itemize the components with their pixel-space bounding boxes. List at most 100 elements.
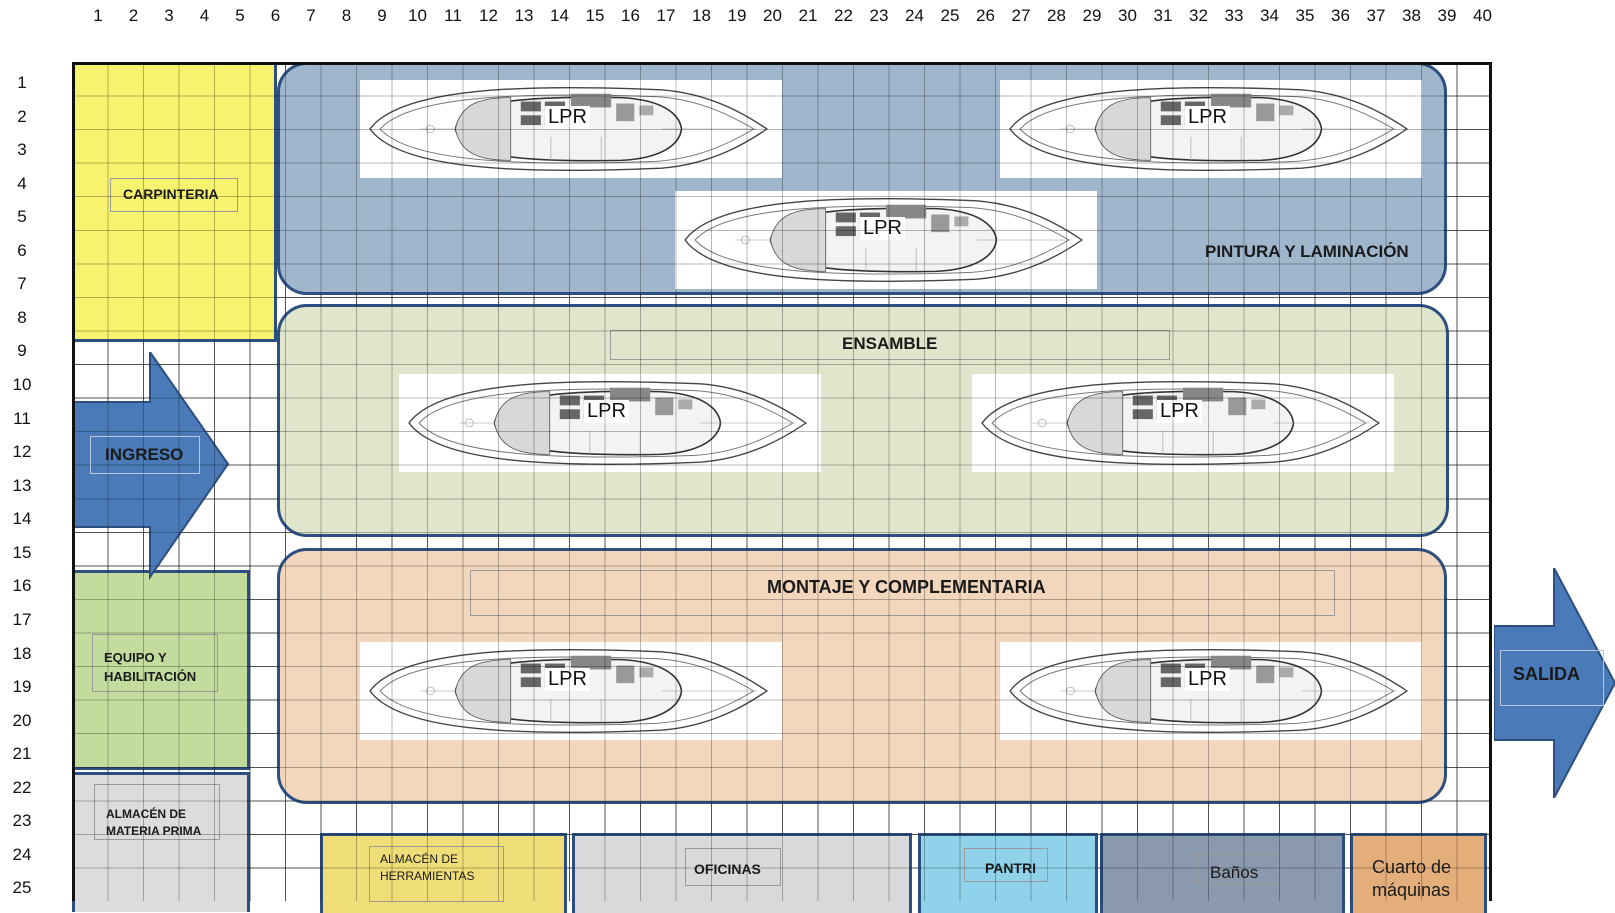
- column-label: 38: [1402, 6, 1421, 25]
- row-label: 2: [17, 106, 27, 126]
- column-label: 4: [199, 6, 210, 25]
- column-label: 30: [1118, 6, 1137, 25]
- floor-plan: CARPINTERIA PINTURA Y LAMINACIÓN ENSAMBL…: [72, 62, 1492, 913]
- boat-ensamble-2: LPR: [972, 374, 1394, 472]
- row-label: 19: [12, 677, 32, 697]
- label-box-carpinteria: [110, 178, 238, 212]
- row-label: 7: [17, 274, 27, 294]
- pintura-label: PINTURA Y LAMINACIÓN: [1205, 242, 1409, 261]
- column-label: 28: [1047, 6, 1066, 25]
- row-label: 18: [12, 643, 32, 663]
- label-box-oficinas: [685, 848, 781, 886]
- boat-montaje-2: LPR: [1000, 642, 1422, 740]
- column-label: 1: [93, 6, 103, 25]
- zone-carpinteria: [72, 62, 277, 342]
- column-label: 16: [621, 6, 640, 25]
- label-box-salida: [1500, 650, 1604, 706]
- column-label: 5: [235, 6, 245, 25]
- salida-label: SALIDA: [1513, 664, 1580, 684]
- label-box-pantri: [964, 848, 1048, 882]
- boat-montaje-1: LPR: [360, 642, 782, 740]
- zone-oficinas: [572, 833, 912, 913]
- row-label: 10: [12, 375, 32, 395]
- zone-almacen-materia-prima: [72, 772, 250, 912]
- row-label: 13: [12, 475, 32, 495]
- equipo-label-line2: HABILITACIÓN: [104, 669, 197, 684]
- row-label: 14: [12, 509, 32, 529]
- boat-label: LPR: [1185, 668, 1230, 691]
- column-label: 11: [444, 6, 462, 25]
- column-label: 25: [940, 6, 960, 25]
- boat-label: LPR: [545, 106, 590, 129]
- column-label: 36: [1331, 6, 1350, 25]
- column-label: 39: [1437, 6, 1457, 25]
- label-box-ensamble: [610, 330, 1170, 360]
- row-label: 20: [12, 710, 32, 730]
- row-label: 3: [17, 140, 27, 160]
- boat-label: LPR: [545, 668, 590, 691]
- banos-label: Baños: [1210, 863, 1259, 882]
- row-label: 11: [13, 408, 31, 428]
- column-label: 17: [656, 6, 676, 25]
- column-label: 14: [550, 6, 569, 25]
- column-label: 21: [798, 6, 818, 25]
- label-box-almacen-mp: [94, 784, 220, 840]
- column-label: 10: [408, 6, 427, 25]
- zone-equipo-habilitacion: [72, 570, 250, 770]
- row-label: 5: [17, 207, 27, 227]
- equipo-label-line1: EQUIPO Y: [104, 650, 167, 665]
- column-label: 33: [1224, 6, 1244, 25]
- row-label: 4: [17, 173, 27, 193]
- row-label: 24: [12, 844, 32, 864]
- column-label: 12: [479, 6, 498, 25]
- zone-pantri: [918, 833, 1098, 913]
- row-label: 8: [17, 307, 27, 327]
- column-label: 23: [869, 6, 889, 25]
- column-label: 31: [1153, 6, 1173, 25]
- label-box-montaje: [470, 570, 1335, 616]
- label-box-equipo: [92, 634, 218, 692]
- column-label: 6: [270, 6, 281, 25]
- almacen-mp-label-line1: ALMACÉN DE: [106, 807, 186, 821]
- column-label: 15: [585, 6, 605, 25]
- boat-label: LPR: [584, 400, 629, 423]
- boat-label: LPR: [1185, 106, 1230, 129]
- cuarto-label-line1: Cuarto de: [1372, 857, 1452, 877]
- boat-label: LPR: [860, 217, 905, 240]
- row-label: 12: [12, 442, 32, 462]
- boat-label: LPR: [1157, 400, 1202, 423]
- almacen-h-label-line2: HERRAMIENTAS: [380, 869, 475, 883]
- column-label: 32: [1189, 6, 1208, 25]
- row-label: 15: [12, 542, 32, 562]
- ingreso-label: INGRESO: [105, 445, 184, 464]
- row-label: 21: [12, 744, 32, 764]
- row-label: 22: [12, 777, 32, 797]
- carpinteria-label: CARPINTERIA: [123, 186, 219, 202]
- row-label: 9: [17, 341, 27, 361]
- column-label: 8: [341, 6, 352, 25]
- almacen-mp-label-line2: MATERIA PRIMA: [106, 824, 202, 838]
- column-label: 18: [692, 6, 711, 25]
- oficinas-label: OFICINAS: [694, 861, 761, 877]
- ensamble-label: ENSAMBLE: [842, 334, 938, 353]
- montaje-label: MONTAJE Y COMPLEMENTARIA: [767, 577, 1046, 597]
- boat-pintura-2: LPR: [1000, 80, 1422, 178]
- column-label: 22: [834, 6, 853, 25]
- column-label: 27: [1011, 6, 1031, 25]
- column-label: 40: [1473, 6, 1492, 25]
- column-label: 7: [306, 6, 316, 25]
- pantri-label: PANTRI: [985, 860, 1037, 876]
- row-label: 6: [17, 240, 27, 260]
- row-label: 16: [12, 576, 32, 596]
- zone-banos: [1100, 833, 1345, 913]
- column-label: 19: [727, 6, 747, 25]
- almacen-h-label-line1: ALMACÉN DE: [380, 852, 459, 866]
- boat-pintura-3: LPR: [675, 191, 1097, 289]
- row-label: 25: [12, 878, 32, 898]
- row-label: 1: [17, 73, 27, 92]
- column-label: 9: [377, 6, 387, 25]
- column-label: 35: [1295, 6, 1315, 25]
- boat-ensamble-1: LPR: [399, 374, 821, 472]
- column-label: 13: [514, 6, 534, 25]
- cuarto-label-line2: máquinas: [1372, 880, 1451, 900]
